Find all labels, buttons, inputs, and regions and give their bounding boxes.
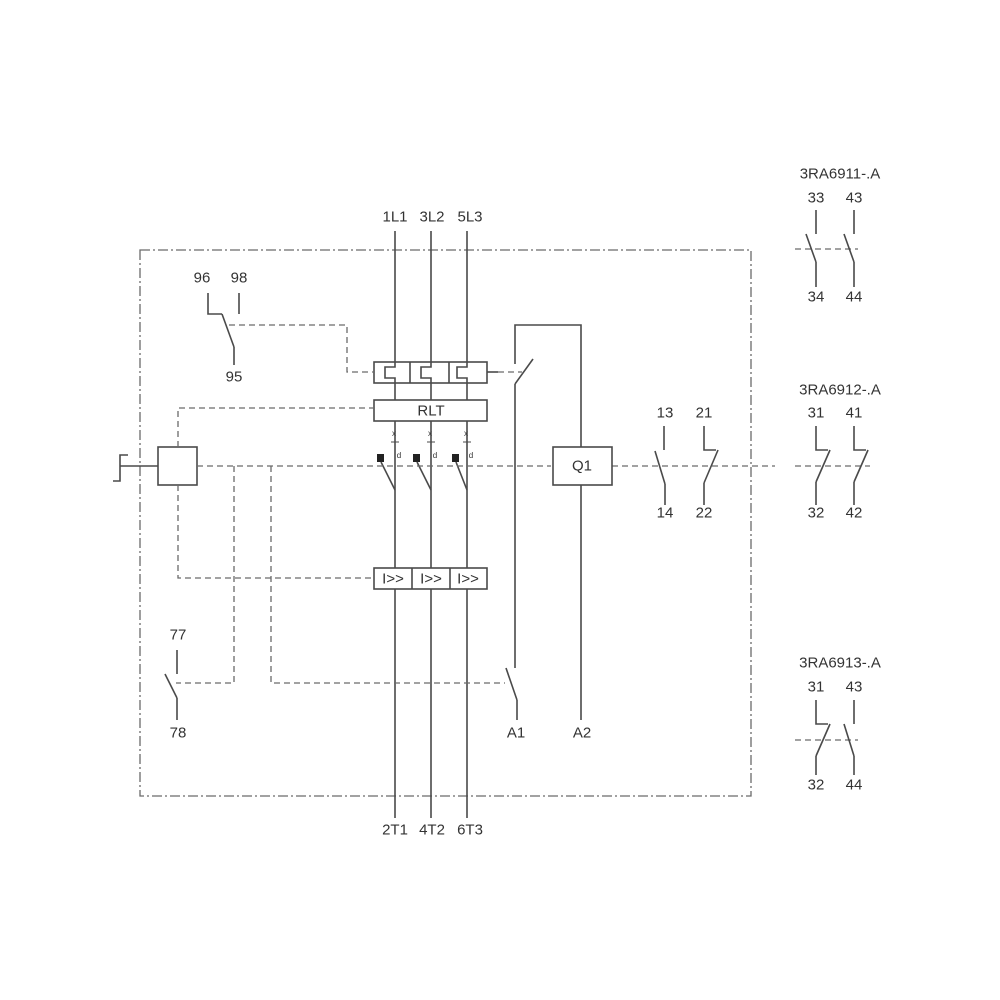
dial-mark-d-1: d — [396, 451, 402, 460]
rlt-label: RLT — [417, 402, 445, 420]
short-circuit-label-2: I>> — [420, 570, 442, 588]
terminal-13: 13 — [656, 404, 674, 422]
acc3-terminal-31: 31 — [807, 678, 825, 696]
terminal-96: 96 — [193, 269, 211, 287]
terminal-95: 95 — [225, 368, 243, 386]
acc2-terminal-32: 32 — [807, 504, 825, 522]
terminal-4t2: 4T2 — [419, 821, 445, 839]
terminal-78: 78 — [169, 724, 187, 742]
overload-aux-contact — [207, 293, 240, 365]
acc3-terminal-44: 44 — [845, 776, 863, 794]
rlt-box — [373, 399, 488, 422]
terminal-3l2: 3L2 — [419, 208, 445, 226]
operating-mechanism — [113, 446, 198, 486]
terminal-98: 98 — [230, 269, 248, 287]
acc2-terminal-42: 42 — [845, 504, 863, 522]
accessory-1-contacts — [805, 210, 855, 287]
dial-mark-d-2: d — [432, 451, 438, 460]
terminal-1l1: 1L1 — [382, 208, 408, 226]
acc3-terminal-43: 43 — [845, 678, 863, 696]
main-poles — [394, 231, 468, 818]
acc2-terminal-31: 31 — [807, 404, 825, 422]
terminal-5l3: 5L3 — [457, 208, 483, 226]
short-circuit-release-boxes — [373, 567, 488, 590]
thermal-overload-box — [373, 361, 498, 384]
breaker-marks — [391, 441, 471, 456]
terminal-6t3: 6T3 — [457, 821, 483, 839]
dial-mark-x-1: x — [392, 429, 396, 438]
device-frame — [139, 249, 752, 797]
acc1-terminal-44: 44 — [845, 288, 863, 306]
accessory-3-title: 3RA6913-.A — [799, 654, 881, 672]
coil-label: Q1 — [571, 457, 593, 475]
acc1-terminal-43: 43 — [845, 189, 863, 207]
mechanical-linkages — [176, 248, 870, 741]
accessory-3-contacts — [815, 700, 855, 775]
acc3-terminal-32: 32 — [807, 776, 825, 794]
terminal-14: 14 — [656, 504, 674, 522]
terminal-22: 22 — [695, 504, 713, 522]
accessory-2-contacts — [815, 426, 869, 505]
terminal-2t1: 2T1 — [382, 821, 408, 839]
acc1-terminal-33: 33 — [807, 189, 825, 207]
acc2-terminal-41: 41 — [845, 404, 863, 422]
terminal-a1: A1 — [506, 724, 526, 742]
accessory-2-title: 3RA6912-.A — [799, 381, 881, 399]
trip-contact — [164, 650, 178, 720]
acc1-terminal-34: 34 — [807, 288, 825, 306]
terminal-21: 21 — [695, 404, 713, 422]
control-circuit — [505, 324, 613, 720]
aux-main-contacts — [654, 426, 719, 505]
short-circuit-label-1: I>> — [382, 570, 404, 588]
dial-mark-x-2: x — [428, 429, 432, 438]
terminal-a2: A2 — [572, 724, 592, 742]
short-circuit-label-3: I>> — [457, 570, 479, 588]
dial-mark-x-3: x — [464, 429, 468, 438]
accessory-1-title: 3RA6911-.A — [799, 165, 881, 183]
dial-mark-d-3: d — [468, 451, 474, 460]
terminal-77: 77 — [169, 626, 187, 644]
main-contacts — [377, 454, 468, 491]
